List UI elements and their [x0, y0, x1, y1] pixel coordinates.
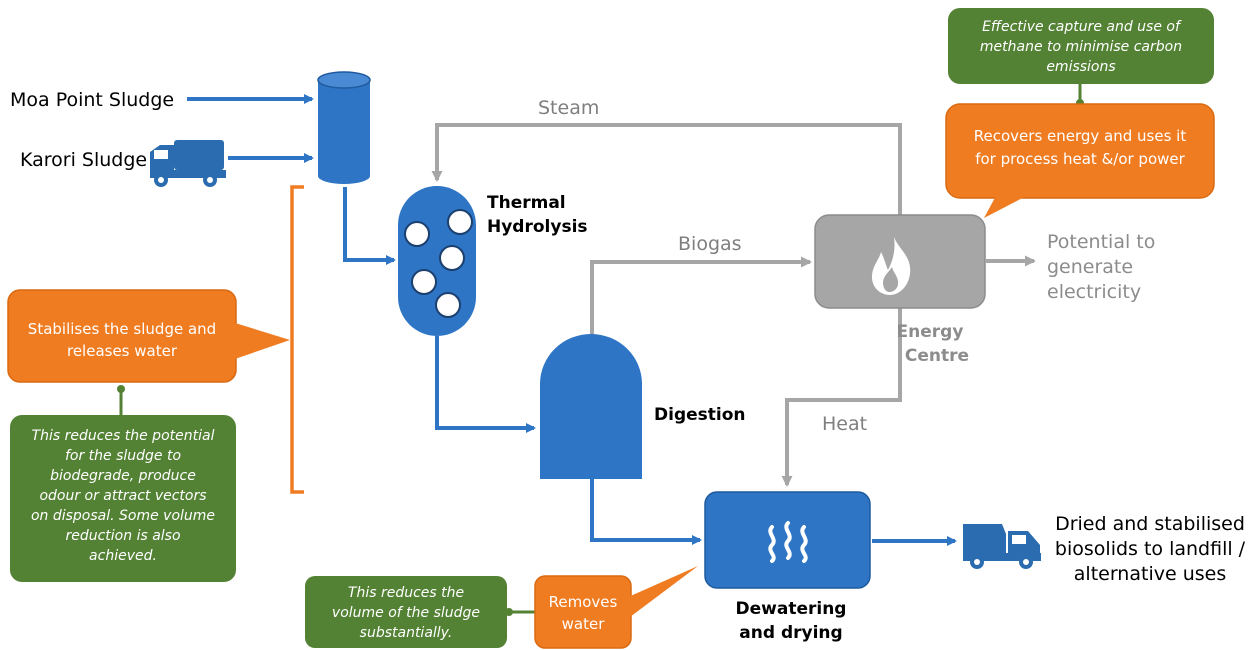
hydrolysis-to-digestion-line	[435, 336, 536, 433]
karori-truck-icon	[150, 140, 226, 187]
biosolids-label-line1: Dried and stabilised	[1055, 513, 1245, 535]
methane-text-line1: Effective capture and use of	[982, 19, 1182, 35]
digestion-label: Digestion	[654, 405, 746, 425]
biogas-label: Biogas	[678, 233, 742, 255]
steam-waves-icon	[768, 521, 808, 563]
reduces-potential-line: This reduces the potential	[32, 428, 215, 444]
moa-point-label: Moa Point Sludge	[10, 89, 174, 111]
output-truck-icon	[963, 524, 1041, 569]
heat-label: Heat	[822, 413, 867, 435]
thermal-hydrolysis-label-line2: Hydrolysis	[487, 217, 588, 237]
volume-callout	[305, 576, 507, 648]
recovers-callout	[945, 103, 1215, 218]
reduces-potential-line: reduction is also	[65, 528, 180, 544]
karori-label: Karori Sludge	[20, 149, 147, 171]
steam-label: Steam	[538, 97, 599, 119]
thermal-hydrolysis-vessel	[398, 186, 476, 336]
removes-water-text-line1: Removes	[549, 593, 618, 611]
reduces-potential-line: achieved.	[89, 548, 157, 564]
stabilises-connector-dot	[117, 385, 125, 393]
methane-text-line3: emissions	[1046, 59, 1115, 75]
energy-centre-label-line2: Centre	[905, 346, 969, 366]
tank-to-hydrolysis-line	[343, 187, 396, 265]
reduces-potential-line: odour or attract vectors	[39, 488, 206, 504]
reduces-potential-callout	[10, 415, 236, 582]
biogas-flow-line	[590, 256, 812, 336]
dewatering-label-line1: Dewatering	[736, 599, 847, 619]
recovers-text-line2: for process heat &/or power	[975, 150, 1185, 168]
biosolids-label-line2: biosolids to landfill /	[1055, 538, 1246, 560]
process-bracket	[290, 185, 304, 494]
heat-flow-line	[781, 308, 902, 487]
stabilises-text-line1: Stabilises the sludge and	[28, 320, 216, 338]
volume-text-line1: This reduces the	[348, 585, 464, 601]
digester-tank	[540, 334, 642, 479]
biosolids-label-line3: alternative uses	[1074, 563, 1226, 585]
removes-water-text-line2: water	[562, 615, 606, 633]
flame-icon	[871, 237, 911, 295]
recovers-text-line1: Recovers energy and uses it	[974, 127, 1187, 145]
methane-text-line2: methane to minimise carbon	[980, 39, 1182, 55]
energy-centre-label-line1: Energy	[897, 322, 964, 342]
reduces-potential-text: This reduces the potential for the sludg…	[31, 428, 215, 564]
volume-connector-dot	[505, 608, 513, 616]
reduces-potential-line: biodegrade, produce	[50, 468, 196, 484]
volume-text-line2: volume of the sludge	[332, 605, 480, 621]
steam-flow-line	[431, 123, 902, 215]
reduces-potential-line: on disposal. Some volume	[31, 508, 215, 524]
stabilises-text-line2: releases water	[67, 342, 178, 360]
digestion-to-dewatering-line	[590, 479, 702, 545]
electricity-label-line1: Potential to	[1047, 231, 1155, 253]
receiving-tank	[317, 71, 371, 184]
dewatering-label-line2: and drying	[739, 623, 842, 643]
thermal-hydrolysis-label-line1: Thermal	[487, 193, 566, 213]
volume-text-line3: substantially.	[360, 625, 453, 641]
reduces-potential-line: for the sludge to	[65, 448, 181, 464]
stabilises-callout	[7, 289, 290, 383]
removes-water-callout	[534, 566, 698, 649]
electricity-label-line2: generate	[1047, 256, 1133, 278]
methane-callout	[948, 8, 1214, 84]
electricity-label-line3: electricity	[1047, 281, 1141, 303]
